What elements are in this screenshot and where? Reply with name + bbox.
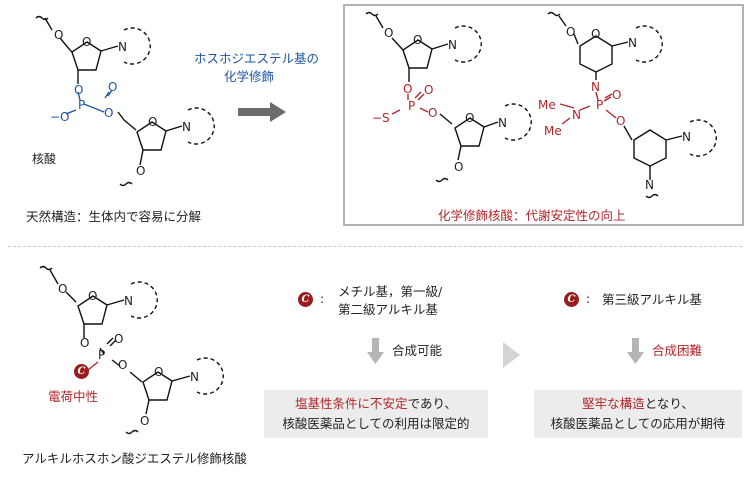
atom-o: O	[154, 365, 164, 379]
natural-label: 核酸	[32, 152, 57, 166]
atom-n: N	[190, 370, 199, 384]
atom-n: N	[124, 294, 133, 308]
arrow-label-line1: ホスホジエステル基の	[194, 51, 320, 66]
down-arrow-2	[627, 338, 644, 364]
atom-n: N	[591, 80, 600, 94]
atom-me: Me	[538, 98, 556, 112]
atom-o: O	[413, 33, 423, 47]
atom-o: O	[148, 115, 158, 129]
alkyl-group-badge: C	[564, 292, 579, 307]
atom-n: N	[182, 120, 191, 134]
atom-o: O	[114, 332, 124, 346]
result-box-2: 堅牢な構造となり、 核酸医薬品としての応用が期待	[534, 390, 742, 438]
atom-p: P	[78, 98, 86, 112]
atom-o-minus: −O	[50, 110, 70, 124]
process-arrow	[238, 102, 286, 122]
result2: 合成困難	[652, 343, 703, 358]
atom-o: O	[403, 82, 413, 96]
atom-n: N	[448, 38, 457, 52]
atom-o: O	[136, 164, 146, 178]
natural-caption: 天然構造：生体内で容易に分解	[26, 209, 202, 224]
charge-label: 電荷中性	[48, 389, 99, 404]
atom-o: O	[80, 336, 90, 350]
atom-o: O	[108, 80, 118, 94]
alkyl-group-badge: C	[74, 364, 89, 379]
group1-line1: メチル基，第一級/	[338, 284, 443, 299]
atom-o: O	[74, 83, 84, 97]
atom-o: O	[566, 25, 576, 39]
atom-n: N	[628, 36, 637, 50]
atom-n: N	[682, 130, 691, 144]
atom-n: N	[572, 108, 581, 122]
atom-o: O	[465, 111, 475, 125]
atom-o: O	[612, 88, 622, 102]
box2-red: 堅牢な構造	[582, 396, 645, 411]
result1: 合成可能	[392, 343, 443, 358]
atom-o: O	[140, 414, 150, 428]
atom-o: O	[118, 358, 128, 372]
result-box-1: 塩基性条件に不安定であり、 核酸医薬品としての利用は限定的	[264, 390, 488, 438]
atom-o: O	[104, 106, 114, 120]
group2: 第三級アルキル基	[602, 292, 702, 307]
box2-rest: となり、	[644, 396, 694, 411]
atom-p: P	[596, 98, 604, 112]
natural-nucleic-acid	[35, 15, 215, 187]
phosphorothioate-structure	[365, 11, 532, 183]
atom-o: O	[58, 282, 68, 296]
colon: :	[586, 291, 591, 306]
morpholino-structure	[547, 11, 717, 199]
down-arrow-1	[367, 338, 384, 364]
box1-red: 塩基性条件に不安定	[295, 396, 408, 411]
group1-line2: 第二級アルキル基	[338, 302, 438, 317]
atom-o: O	[454, 160, 464, 174]
box1-line2: 核酸医薬品としての利用は限定的	[282, 416, 470, 431]
atom-p: P	[408, 99, 416, 113]
box2-line2: 核酸医薬品としての応用が期待	[550, 416, 726, 431]
arrow-label-line2: 化学修飾	[224, 69, 275, 84]
atom-o: O	[428, 106, 438, 120]
atom-p: P	[98, 348, 106, 362]
alkylphosphonate-structure	[39, 265, 224, 435]
colon: :	[320, 291, 325, 306]
section-divider	[8, 246, 742, 247]
atom-o: O	[54, 28, 64, 42]
atom-o: O	[82, 35, 92, 49]
atom-o: O	[88, 289, 98, 303]
atom-n: N	[645, 178, 654, 192]
atom-o: O	[591, 27, 601, 41]
box1-rest: であり、	[407, 396, 457, 411]
atom-me: Me	[544, 124, 562, 138]
chevron-right-icon	[503, 342, 520, 368]
atom-o: O	[384, 26, 394, 40]
atom-o: O	[616, 114, 626, 128]
atom-n: N	[498, 116, 507, 130]
atom-s-minus: −S	[372, 111, 390, 125]
alkyl-group-badge: C	[298, 292, 313, 307]
atom-o: O	[424, 83, 434, 97]
modified-frame	[343, 4, 744, 226]
atom-n: N	[118, 40, 127, 54]
compound-caption: アルキルホスホン酸ジエステル修飾核酸	[22, 451, 247, 466]
modified-caption: 化学修飾核酸：代謝安定性の向上	[438, 208, 626, 223]
